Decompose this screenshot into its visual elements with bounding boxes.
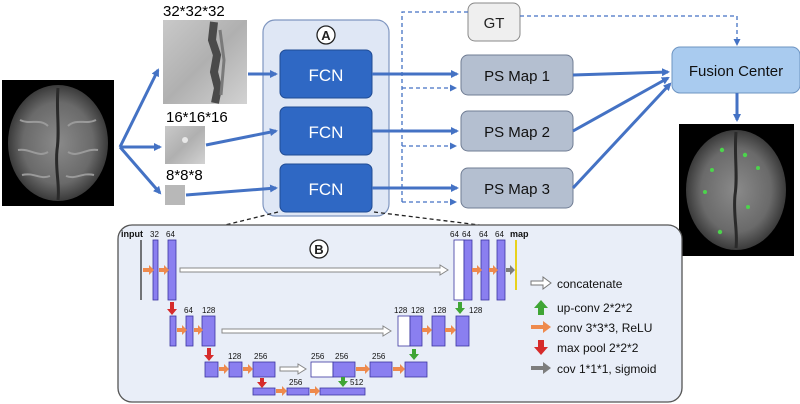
down-arrow-icon	[534, 340, 548, 355]
gt-label: GT	[484, 15, 505, 32]
gt-box	[467, 2, 521, 42]
patch-32	[163, 20, 247, 104]
output-brain-image	[679, 124, 794, 256]
legend-item-upconv: up-conv 2*2*2	[534, 300, 633, 315]
channel-label: 256	[372, 352, 386, 361]
channel-label: 256	[254, 352, 268, 361]
channel-label: 64	[184, 306, 193, 315]
ps-map-label-2: PS Map 2	[484, 124, 550, 141]
patch-16	[165, 126, 205, 164]
channel-label: 128	[394, 306, 408, 315]
channel-label: 64	[166, 230, 175, 239]
channel-label: 32	[150, 230, 159, 239]
fusion-center-label: Fusion Center	[689, 63, 783, 80]
channel-label: 512	[350, 378, 364, 387]
patch-size-label-32: 32*32*32	[163, 3, 225, 20]
right-arrow-icon	[531, 321, 551, 333]
ps-map-3: PS Map 3	[460, 167, 574, 209]
fcn-block-2: FCN	[279, 106, 373, 156]
section-b-badge	[309, 239, 329, 259]
patch-to-fcn-arrows	[185, 70, 278, 197]
legend-item-sigmoid: cov 1*1*1, sigmoid	[531, 362, 656, 376]
channel-label: 256	[335, 352, 349, 361]
channel-label: 128	[469, 306, 483, 315]
patch-8	[165, 185, 185, 205]
fcn-label-2: FCN	[309, 123, 344, 142]
unet-input-label: input	[121, 229, 143, 239]
ps-map-2: PS Map 2	[460, 110, 574, 152]
channel-label: 256	[311, 352, 325, 361]
patch-size-label-8: 8*8*8	[166, 167, 203, 184]
legend: concatenate up-conv 2*2*2 conv 3*3*3, Re…	[530, 276, 656, 376]
channel-label: 128	[433, 306, 447, 315]
ps-map-label-1: PS Map 1	[484, 68, 550, 85]
channel-label: 64	[495, 230, 504, 239]
channel-label: 128	[202, 306, 216, 315]
channel-label: 64	[462, 230, 471, 239]
fcn-to-ps-arrows	[372, 70, 459, 192]
gt-dashed-lines	[401, 11, 741, 206]
hollow-arrow-icon	[530, 276, 552, 290]
channel-label: 128	[411, 306, 425, 315]
legend-label-upconv: up-conv 2*2*2	[557, 301, 633, 315]
ps-map-label-3: PS Map 3	[484, 181, 550, 198]
fcn-block-1: FCN	[279, 49, 373, 99]
channel-label: 256	[289, 378, 303, 387]
legend-item-maxpool: max pool 2*2*2	[534, 340, 639, 355]
patch-size-label-16: 16*16*16	[166, 109, 228, 126]
fcn-block-3: FCN	[279, 163, 373, 213]
legend-label-maxpool: max pool 2*2*2	[557, 341, 639, 355]
ps-map-1: PS Map 1	[460, 54, 574, 96]
fcn-label-1: FCN	[309, 66, 344, 85]
section-a-label: A	[321, 28, 331, 43]
gray-arrow-icon	[531, 362, 551, 374]
legend-item-concatenate: concatenate	[530, 276, 623, 291]
fcn-label-3: FCN	[309, 180, 344, 199]
ps-to-fusion-arrows	[571, 68, 741, 190]
brain-to-patch-arrows	[118, 68, 162, 195]
unet-diagram: input map 32 64 64 128 128 256 256 512 2…	[121, 229, 529, 396]
section-b-label: B	[314, 242, 323, 257]
channel-label: 64	[450, 230, 459, 239]
channel-label: 128	[228, 352, 242, 361]
channel-label: 64	[479, 230, 488, 239]
legend-label-concatenate: concatenate	[557, 277, 623, 291]
up-arrow-icon	[534, 300, 548, 315]
input-brain-image	[2, 80, 114, 206]
legend-label-sigmoid: cov 1*1*1, sigmoid	[557, 362, 656, 376]
unet-map-label: map	[510, 229, 529, 239]
section-a-badge	[316, 25, 336, 45]
legend-label-conv: conv 3*3*3, ReLU	[557, 321, 652, 335]
legend-item-conv: conv 3*3*3, ReLU	[531, 321, 652, 335]
